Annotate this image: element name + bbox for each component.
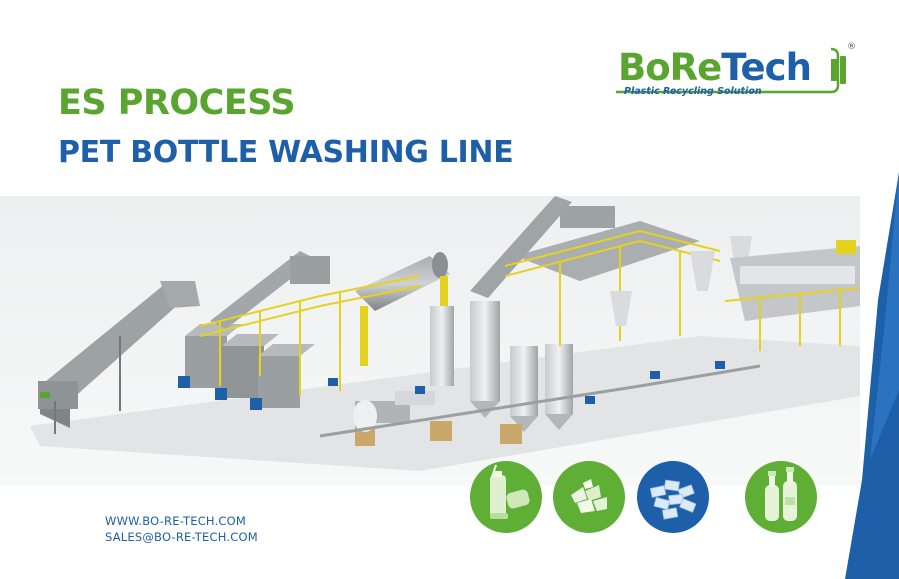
website-link[interactable]: WWW.BO-RE-TECH.COM: [105, 514, 247, 528]
boretech-logo: BoReTech Plastic Recycling Solution ®: [606, 42, 860, 104]
bottle-outline-icon: [616, 47, 846, 94]
clear-flakes-icon: [637, 461, 709, 533]
contact-block: WWW.BO-RE-TECH.COM SALES@BO-RE-TECH.COM: [105, 513, 258, 545]
washing-line-illustration: [0, 196, 860, 486]
email-link[interactable]: SALES@BO-RE-TECH.COM: [105, 530, 258, 544]
pet-flakes-icon: [553, 461, 625, 533]
cyclone-separators: [610, 236, 752, 326]
clean-bottles-icon: [745, 461, 817, 533]
headline-line1: ES PROCESS: [58, 83, 296, 123]
trommel-drum: [355, 252, 450, 366]
logo-wordmark: BoReTech: [618, 46, 812, 90]
logo-wordmark-part2: Tech: [721, 46, 812, 89]
registered-mark: ®: [847, 42, 856, 52]
bottles-icon: [470, 461, 542, 533]
headline-line2: PET BOTTLE WASHING LINE: [58, 135, 514, 170]
logo-tagline: Plastic Recycling Solution: [624, 86, 762, 97]
logo-wordmark-part1: BoRe: [618, 46, 722, 89]
